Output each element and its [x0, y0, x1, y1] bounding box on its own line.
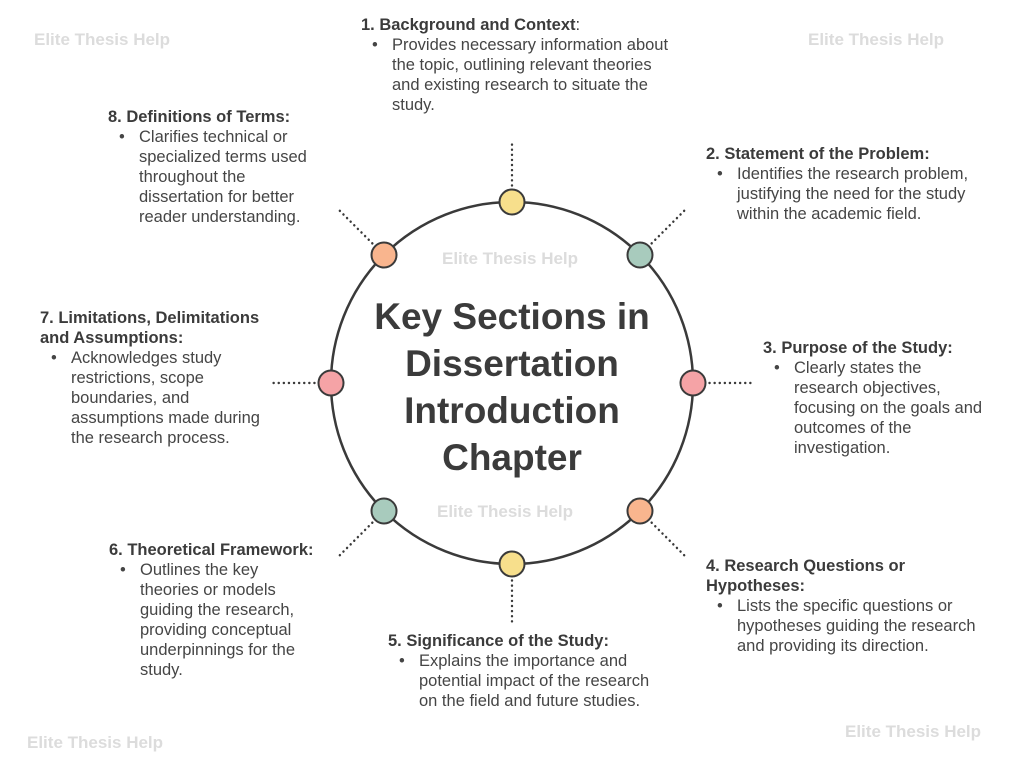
section-description: Acknowledges study restrictions, scope b…	[51, 348, 265, 448]
connectors	[271, 142, 753, 624]
section-node-7	[317, 369, 345, 397]
section-heading: 3. Purpose of the Study:	[763, 339, 953, 357]
section-node-2	[626, 241, 654, 269]
diagram-title: Key Sections in Dissertation Introductio…	[374, 296, 650, 478]
section-8: 8. Definitions of Terms: Clarifies techn…	[108, 107, 323, 227]
watermark: Elite Thesis Help	[437, 502, 574, 521]
section-heading: 6. Theoretical Framework:	[109, 541, 314, 559]
watermark: Elite Thesis Help	[845, 722, 982, 741]
section-description: Identifies the research problem, justify…	[717, 164, 976, 224]
section-description: Clarifies technical or specialized terms…	[119, 127, 323, 227]
section-description: Clearly states the research objectives, …	[774, 358, 988, 458]
dotted-connector	[650, 521, 687, 558]
section-5: 5. Significance of the Study: Explains t…	[388, 631, 653, 711]
section-heading: 1. Background and Context	[361, 16, 576, 34]
nodes	[317, 188, 707, 578]
watermark: Elite Thesis Help	[808, 30, 945, 49]
section-3: 3. Purpose of the Study: Clearly states …	[763, 338, 988, 458]
section-node-5	[498, 550, 526, 578]
dotted-connector	[337, 208, 374, 245]
section-6: 6. Theoretical Framework: Outlines the k…	[109, 540, 319, 680]
section-node-4	[626, 497, 654, 525]
watermark: Elite Thesis Help	[34, 30, 171, 49]
section-2: 2. Statement of the Problem: Identifies …	[706, 144, 976, 224]
section-4: 4. Research Questions or Hypotheses: Lis…	[706, 556, 981, 656]
section-heading: 8. Definitions of Terms:	[108, 108, 291, 126]
section-node-1	[498, 188, 526, 216]
section-7: 7. Limitations, Delimitations and Assump…	[40, 308, 265, 448]
section-node-8	[370, 241, 398, 269]
section-description: Outlines the key theories or models guid…	[120, 560, 319, 680]
section-heading: 2. Statement of the Problem:	[706, 145, 930, 163]
section-heading: 4. Research Questions or Hypotheses:	[706, 557, 905, 595]
section-description: Provides necessary information about the…	[372, 35, 671, 115]
dotted-connector	[650, 208, 687, 245]
section-description: Lists the specific questions or hypothes…	[717, 596, 981, 656]
section-heading: 5. Significance of the Study:	[388, 632, 609, 650]
section-1: 1. Background and Context: Provides nece…	[361, 15, 671, 115]
section-description: Explains the importance and potential im…	[399, 651, 653, 711]
section-node-6	[370, 497, 398, 525]
watermark: Elite Thesis Help	[27, 733, 164, 752]
section-heading-suffix: :	[575, 16, 581, 34]
section-heading: 7. Limitations, Delimitations and Assump…	[40, 309, 260, 347]
watermark: Elite Thesis Help	[442, 249, 579, 268]
section-node-3	[679, 369, 707, 397]
dotted-connector	[337, 521, 374, 558]
